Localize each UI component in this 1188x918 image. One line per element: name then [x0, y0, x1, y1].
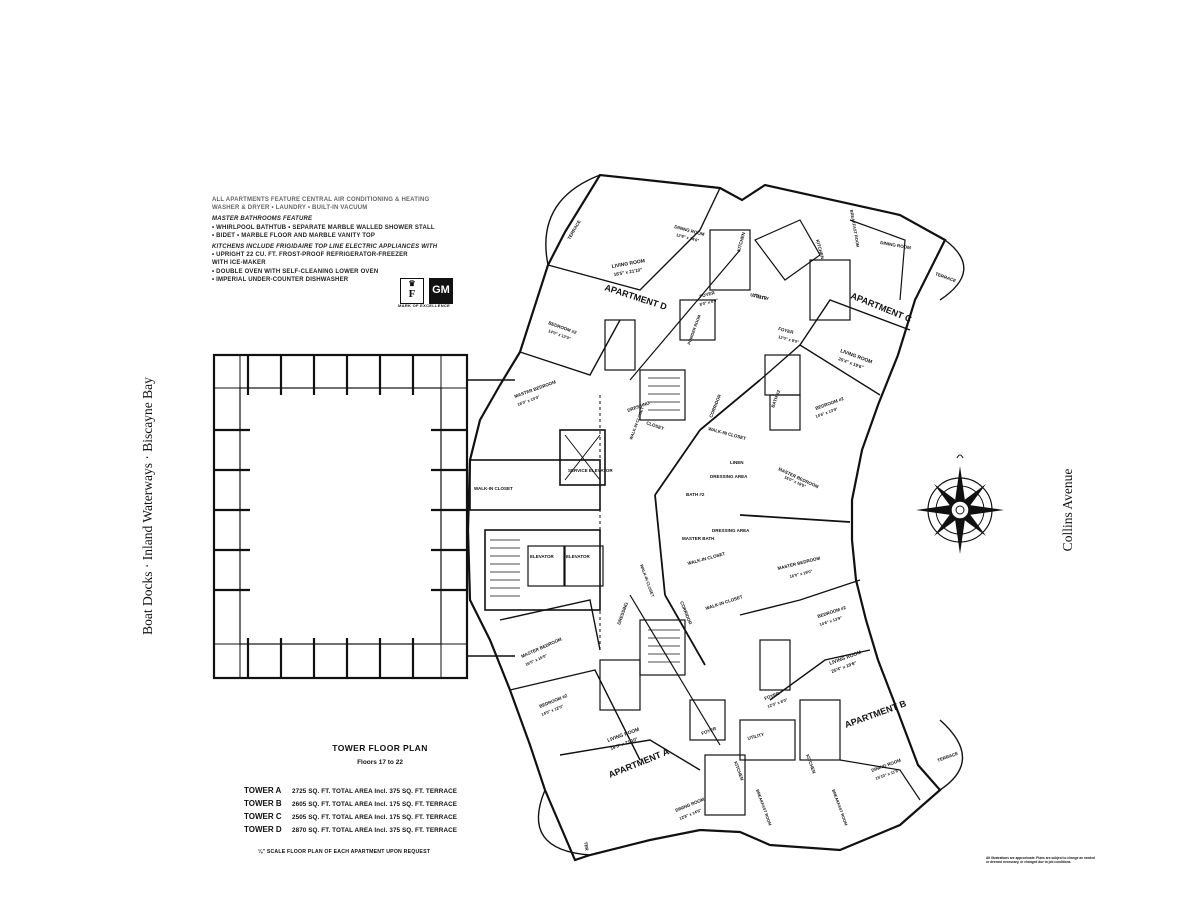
room-label: KITCHEN [736, 232, 746, 253]
plan-floors: Floors 17 to 22 [357, 759, 403, 766]
room-label: WALK-IN CLOSET [687, 551, 726, 566]
room-label: WALK-IN CLOSET [474, 486, 513, 491]
room-label: LIVING ROOM [611, 258, 645, 270]
features-intro-line: WASHER & DRYER • LAUNDRY • BUILT-IN VACU… [212, 205, 368, 212]
room-label: 12'8" x 14'6" [676, 232, 700, 243]
room-label: DINING ROOM [880, 240, 912, 250]
room-label: UTILITY [747, 732, 765, 741]
room-label: WALK-IN CLOSET [705, 594, 744, 611]
room-label: BATH #2 [770, 389, 781, 408]
scale-note: ⅛" SCALE FLOOR PLAN OF EACH APARTMENT UP… [258, 849, 431, 855]
room-label: 18'5" x 21'10" [613, 267, 642, 277]
plan-title: TOWER FLOOR PLAN [332, 743, 428, 753]
room-label: TERRACE [567, 219, 582, 240]
room-label: TER [583, 841, 590, 851]
master-bath-line: • WHIRLPOOL BATHTUB • SEPARATE MARBLE WA… [212, 224, 435, 231]
room-label: BEDROOM #2 [817, 605, 847, 619]
room-label: 16'0" x 19'0" [789, 568, 813, 579]
compass-rose-icon [916, 454, 1004, 554]
room-label: CORRIDOR [708, 393, 722, 418]
room-label: MASTER BEDROOM [777, 555, 821, 570]
room-label: DRESSING [616, 601, 629, 625]
room-label: WALK-IN CLOSET [639, 564, 656, 599]
room-label: BREAKFAST ROOM [755, 789, 773, 827]
master-bath-heading: MASTER BATHROOMS FEATURE [212, 216, 313, 223]
room-label: ELEVATOR [566, 554, 591, 559]
room-label: TERRACE [935, 271, 957, 283]
logo-caption: MARK OF EXCELLENCE [398, 303, 451, 308]
room-label: ELEVATOR [530, 554, 555, 559]
room-label: CLOSET [646, 420, 665, 431]
room-label: UTILITY [752, 292, 770, 301]
crown-icon: ♛ [408, 279, 416, 288]
features-intro-line: ALL APARTMENTS FEATURE CENTRAL AIR CONDI… [212, 197, 430, 203]
room-label: LINEN [730, 460, 744, 465]
fine-print: All illustrations are approximate. Plans… [986, 856, 1095, 864]
apartment-a-label: APARTMENT A [607, 746, 671, 780]
kitchen-line: • DOUBLE OVEN WITH SELF-CLEANING LOWER O… [212, 268, 379, 275]
room-label: MASTER BATH [682, 536, 714, 541]
frigidaire-logo: ♛ F [400, 278, 424, 304]
room-label: BREAKFAST ROOM [831, 789, 849, 827]
room-label: DRESSING AREA [712, 528, 750, 533]
kitchen-line: • UPRIGHT 22 CU. FT. FROST-PROOF REFRIGE… [212, 252, 408, 259]
room-label: WALK-IN CLOSET [708, 426, 747, 441]
kitchen-line: WITH ICE-MAKER [212, 260, 266, 267]
room-label: FOYER [699, 290, 716, 299]
kitchen-heading: KITCHENS INCLUDE FRIGIDAIRE TOP LINE ELE… [212, 244, 438, 251]
features-list: ALL APARTMENTS FEATURE CENTRAL AIR CONDI… [212, 196, 482, 284]
apartment-d-label: APARTMENT D [603, 282, 668, 312]
room-label: FOYER [778, 326, 795, 335]
room-label: SERVICE ELEVATOR [568, 468, 613, 473]
room-label: FOYER [764, 691, 781, 701]
room-label: DRESSING AREA [710, 474, 748, 479]
room-label: FOYER [701, 726, 718, 736]
room-label: TERRACE [937, 751, 959, 763]
master-bath-line: • BIDET • MARBLE FLOOR AND MARBLE VANITY… [212, 232, 376, 239]
room-label: KITCHEN [815, 239, 825, 260]
room-label: 12'0" x 8'0" [778, 334, 800, 344]
room-label: KITCHEN [805, 754, 817, 775]
room-label: KITCHEN [733, 761, 745, 782]
room-label: UTILITY [750, 292, 768, 301]
gm-logo: GM [429, 278, 453, 304]
room-label: 8'0" x 8'0" [699, 297, 719, 307]
room-label: BATH #2 [686, 492, 705, 497]
kitchen-line: • IMPERIAL UNDER-COUNTER DISHWASHER [212, 276, 349, 283]
room-label: BREAKFAST ROOM [849, 209, 861, 248]
plan-title-block: TOWER FLOOR PLAN Floors 17 to 22 [300, 743, 460, 766]
